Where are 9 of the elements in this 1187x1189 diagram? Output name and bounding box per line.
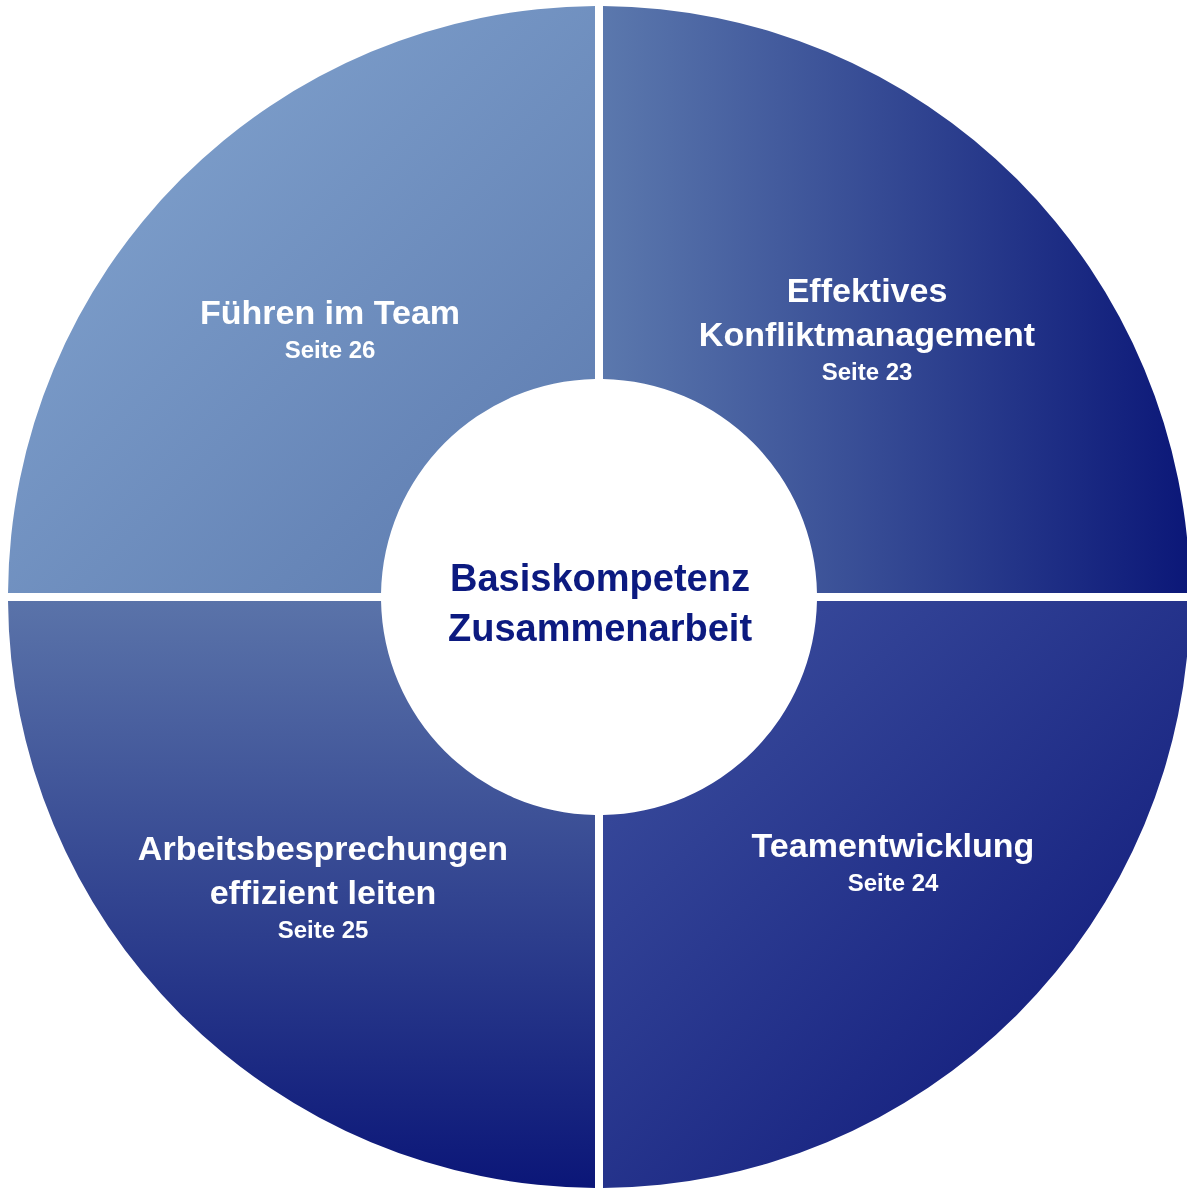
segment-title: Führen im Team (198, 292, 462, 333)
page-reference: Seite 23 (821, 357, 913, 387)
segment-title: Effektives Konfliktmanagement (697, 270, 1037, 355)
page-reference: Seite 26 (284, 335, 376, 365)
segment-title: Arbeitsbesprechungen effizient leiten (136, 828, 510, 913)
segment-title: Teamentwicklung (750, 825, 1036, 866)
page-reference: Seite 24 (847, 868, 939, 898)
center-title: Basiskompetenz Zusammenarbeit (446, 556, 754, 651)
page-reference: Seite 25 (277, 915, 369, 945)
